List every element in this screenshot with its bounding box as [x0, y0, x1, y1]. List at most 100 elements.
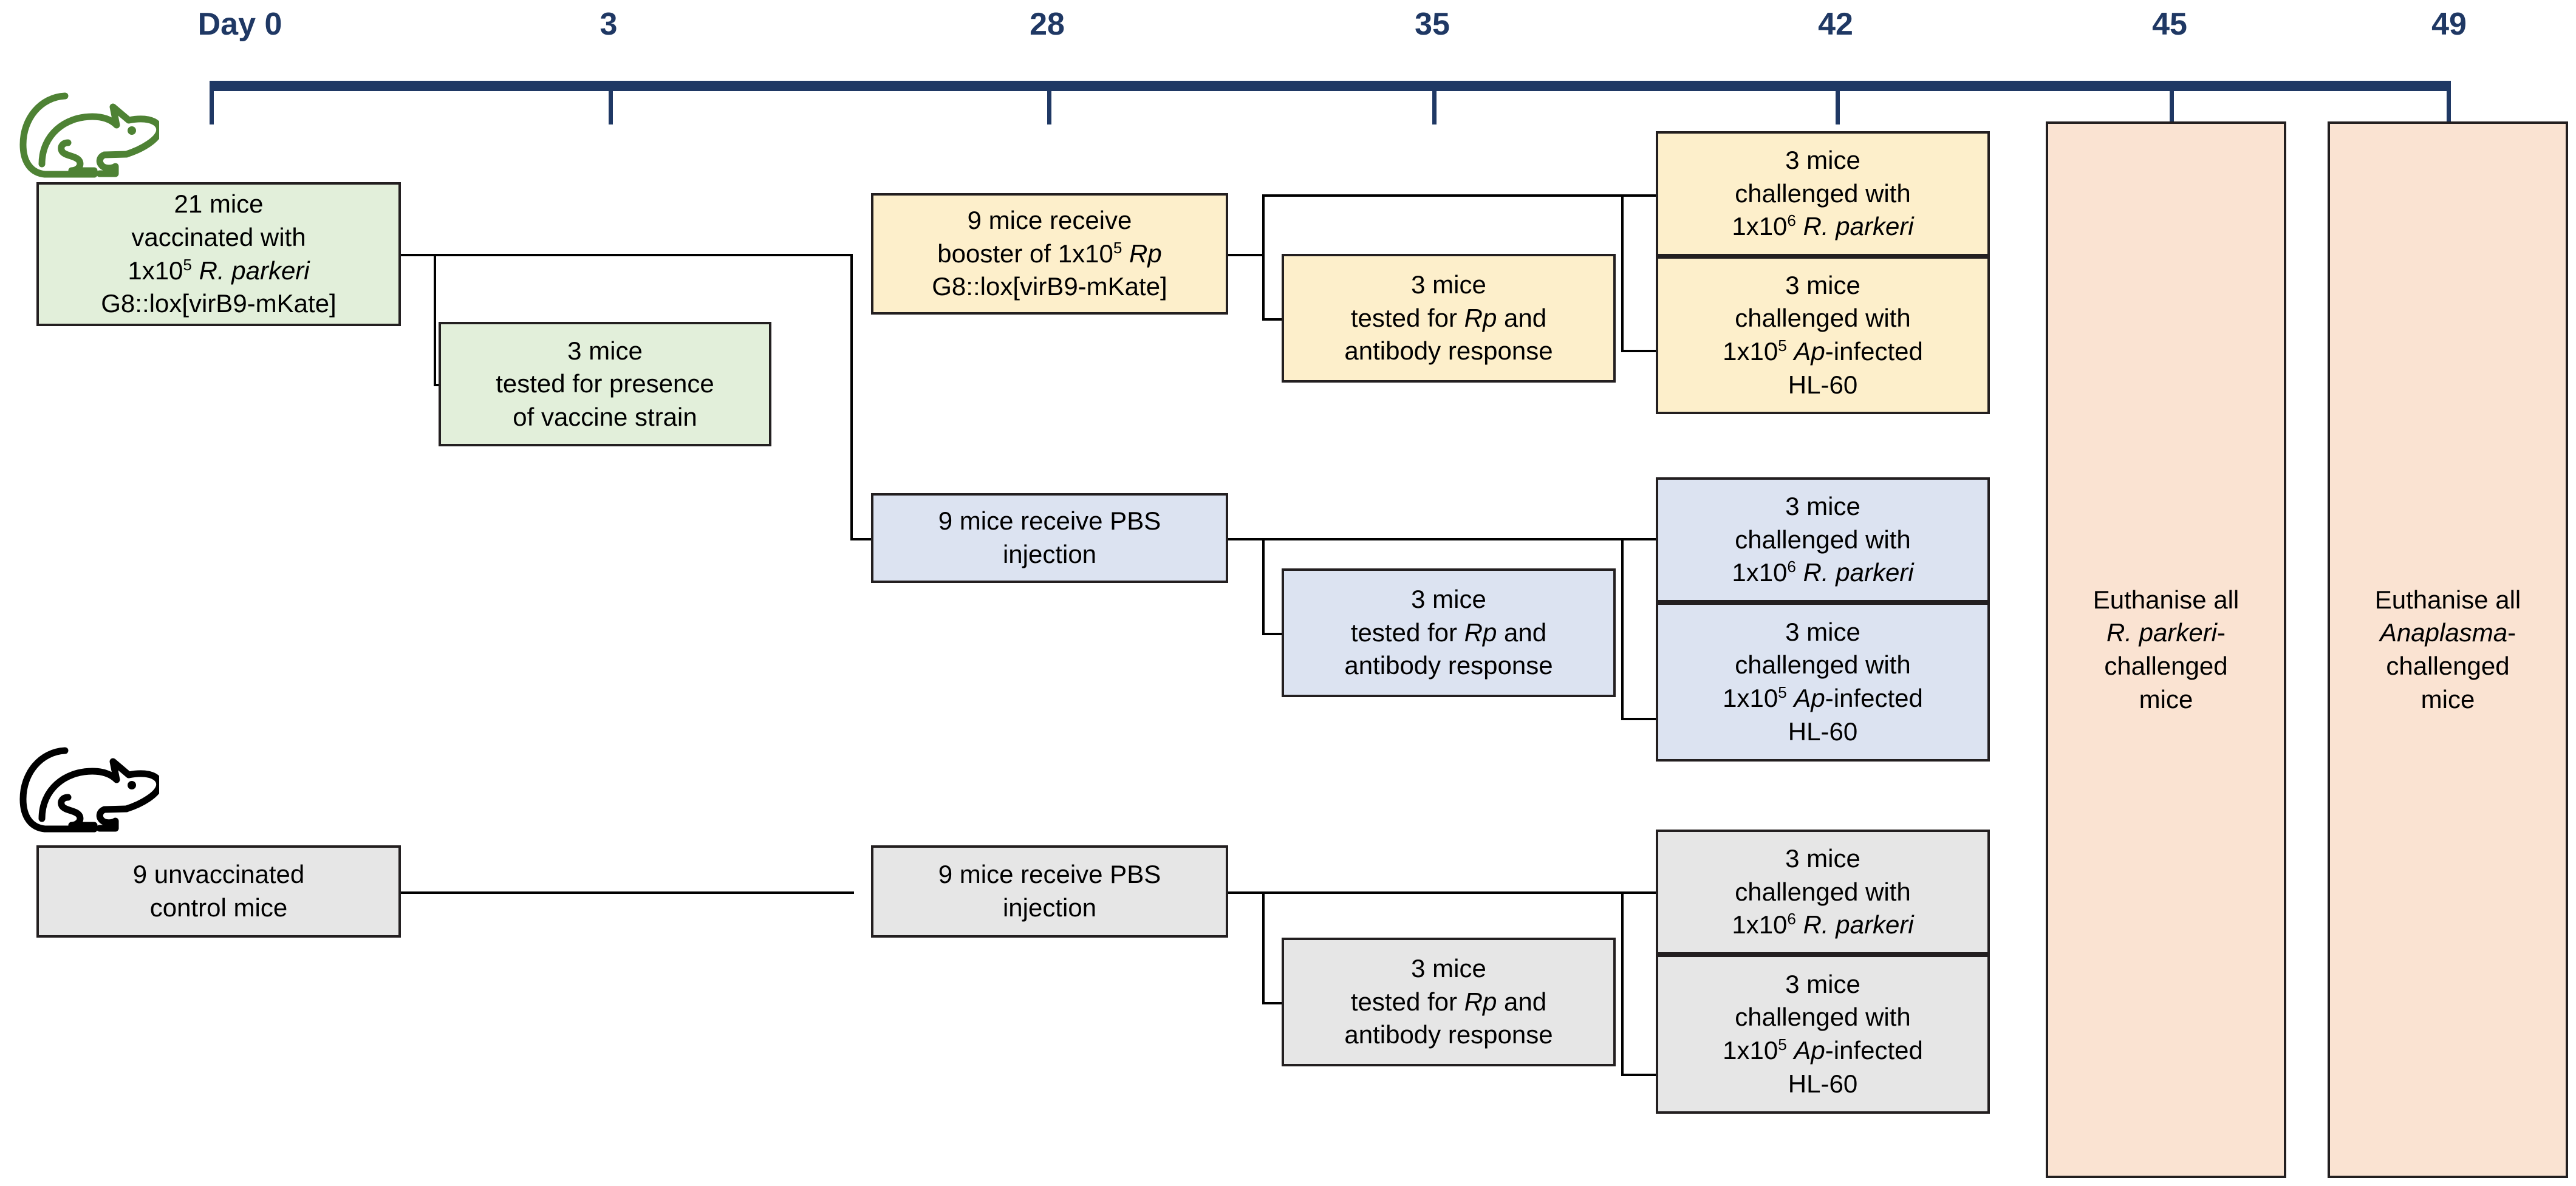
box-booster[interactable]: 9 mice receive booster of 1x105 Rp G8::l…	[871, 193, 1228, 315]
line: booster of 1x105 Rp	[937, 238, 1162, 268]
line: of vaccine strain	[513, 402, 697, 431]
line: R. parkeri-	[2106, 618, 2226, 647]
box-booster-test[interactable]: 3 mice tested for Rp and antibody respon…	[1282, 254, 1616, 383]
connector-vaccinated-right	[434, 254, 853, 256]
box-control-challenge-ap[interactable]: 3 mice challenged with 1x105 Ap-infected…	[1656, 955, 1990, 1114]
timeline-label-49: 49	[2431, 7, 2467, 42]
line: tested for Rp and	[1350, 618, 1547, 647]
line: challenged with	[1735, 525, 1911, 554]
line: 3 mice	[1785, 617, 1860, 646]
connector-ctrl-chal-split	[1621, 891, 1624, 1076]
line: 3 mice	[1785, 492, 1860, 521]
line: vaccinated with	[131, 222, 306, 251]
line: 3 mice	[1411, 954, 1486, 983]
line: challenged with	[1735, 1003, 1911, 1032]
box-pbs-test[interactable]: 3 mice tested for Rp and antibody respon…	[1282, 568, 1616, 697]
connector-pbs-drop	[1262, 538, 1265, 635]
line: Euthanise all	[2093, 585, 2239, 614]
line: 9 mice receive	[967, 206, 1132, 235]
line: antibody response	[1344, 336, 1553, 366]
line: 1x106 R. parkeri	[1732, 910, 1914, 939]
connector-booster-top	[1262, 194, 1624, 197]
line: 1x105 Ap-infected	[1723, 1035, 1923, 1065]
box-control-pbs[interactable]: 9 mice receive PBS injection	[871, 845, 1228, 938]
box-vaccine-check[interactable]: 3 mice tested for presence of vaccine st…	[439, 322, 771, 446]
connector-vaccinated-drop	[434, 254, 436, 386]
line: Euthanise all	[2374, 585, 2521, 614]
connector-to-chal-rp-k	[1621, 891, 1658, 894]
line: 3 mice	[1785, 969, 1860, 998]
mouse-icon-vaccinated	[19, 92, 159, 178]
connector-to-booster-test	[1262, 318, 1288, 321]
box-pbs-challenge-ap[interactable]: 3 mice challenged with 1x105 Ap-infected…	[1656, 602, 1990, 762]
line: 9 mice receive PBS	[938, 860, 1161, 889]
timeline-tick-42	[1836, 88, 1840, 124]
timeline-label-day0: Day 0	[197, 7, 282, 42]
line: antibody response	[1344, 1020, 1553, 1049]
line: 3 mice	[1785, 844, 1860, 873]
timeline-tick-35	[1432, 88, 1437, 124]
connector-to-pbs-test	[1262, 633, 1288, 635]
line: challenged	[2104, 652, 2228, 680]
line: 3 mice	[1785, 270, 1860, 299]
timeline-axis	[210, 81, 2451, 91]
box-booster-challenge-ap[interactable]: 3 mice challenged with 1x105 Ap-infected…	[1656, 256, 1990, 414]
connector-pbs-top	[1262, 538, 1624, 540]
line: injection	[1002, 893, 1097, 922]
connector-ctrlpbs-out	[1228, 891, 1265, 894]
line: mice	[2139, 684, 2193, 714]
line: injection	[1002, 540, 1097, 568]
connector-to-chal-ap-y	[1621, 350, 1658, 352]
connector-ctrlpbs-drop	[1262, 891, 1265, 1004]
box-euthanise-rp[interactable]: Euthanise all R. parkeri- challenged mic…	[2046, 121, 2286, 1178]
line: 3 mice	[1411, 270, 1486, 299]
timeline-label-3: 3	[600, 7, 618, 42]
timeline-tick-day0	[210, 88, 214, 124]
line: challenged with	[1735, 179, 1911, 208]
line: HL-60	[1788, 1069, 1858, 1098]
line: HL-60	[1788, 370, 1858, 399]
timeline-tick-49	[2447, 88, 2451, 124]
box-pbs-vaccinated[interactable]: 9 mice receive PBS injection	[871, 493, 1228, 583]
line: challenged with	[1735, 650, 1911, 680]
box-vaccinated[interactable]: 21 mice vaccinated with 1x105 R. parkeri…	[36, 182, 401, 326]
mouse-icon-control	[19, 747, 159, 833]
timeline-tick-3	[609, 88, 613, 124]
line: 1x105 Ap-infected	[1723, 336, 1923, 366]
connector-booster-rise	[1262, 194, 1265, 255]
line: 3 mice	[1411, 585, 1486, 614]
line: 1x106 R. parkeri	[1732, 557, 1914, 587]
line: Anaplasma-	[2379, 618, 2516, 647]
line: 1x106 R. parkeri	[1732, 211, 1914, 241]
connector-to-ctrl-test	[1262, 1002, 1288, 1004]
connector-booster-drop	[1262, 254, 1265, 321]
box-control[interactable]: 9 unvaccinated control mice	[36, 845, 401, 938]
connector-booster-chal-split	[1621, 194, 1624, 352]
line: tested for presence	[496, 369, 714, 398]
line: HL-60	[1788, 717, 1858, 746]
box-booster-challenge-rp[interactable]: 3 mice challenged with 1x106 R. parkeri	[1656, 131, 1990, 256]
line: 1x105 Ap-infected	[1723, 683, 1923, 712]
box-control-challenge-rp[interactable]: 3 mice challenged with 1x106 R. parkeri	[1656, 830, 1990, 955]
connector-to-chal-rp-b	[1621, 538, 1658, 540]
box-control-test[interactable]: 3 mice tested for Rp and antibody respon…	[1282, 938, 1616, 1066]
connector-pbs-chal-split	[1621, 538, 1624, 720]
connector-ctrl-top	[1262, 891, 1624, 894]
box-euthanise-ap[interactable]: Euthanise all Anaplasma- challenged mice	[2328, 121, 2568, 1178]
line: 3 mice	[567, 336, 643, 365]
timeline-tick-28	[1047, 88, 1051, 124]
line: G8::lox[virB9-mKate]	[101, 289, 337, 318]
line: tested for Rp and	[1350, 987, 1547, 1016]
box-pbs-challenge-rp[interactable]: 3 mice challenged with 1x106 R. parkeri	[1656, 477, 1990, 602]
line: 21 mice	[174, 189, 264, 219]
connector-booster-out	[1228, 254, 1265, 256]
line: tested for Rp and	[1350, 303, 1547, 332]
timeline-label-42: 42	[1818, 7, 1853, 42]
timeline-label-35: 35	[1415, 7, 1450, 42]
line: challenged with	[1735, 304, 1911, 333]
connector-day28-split	[850, 254, 853, 540]
line: 3 mice	[1785, 146, 1860, 175]
line: challenged with	[1735, 877, 1911, 906]
connector-pbs-out	[1228, 538, 1265, 540]
